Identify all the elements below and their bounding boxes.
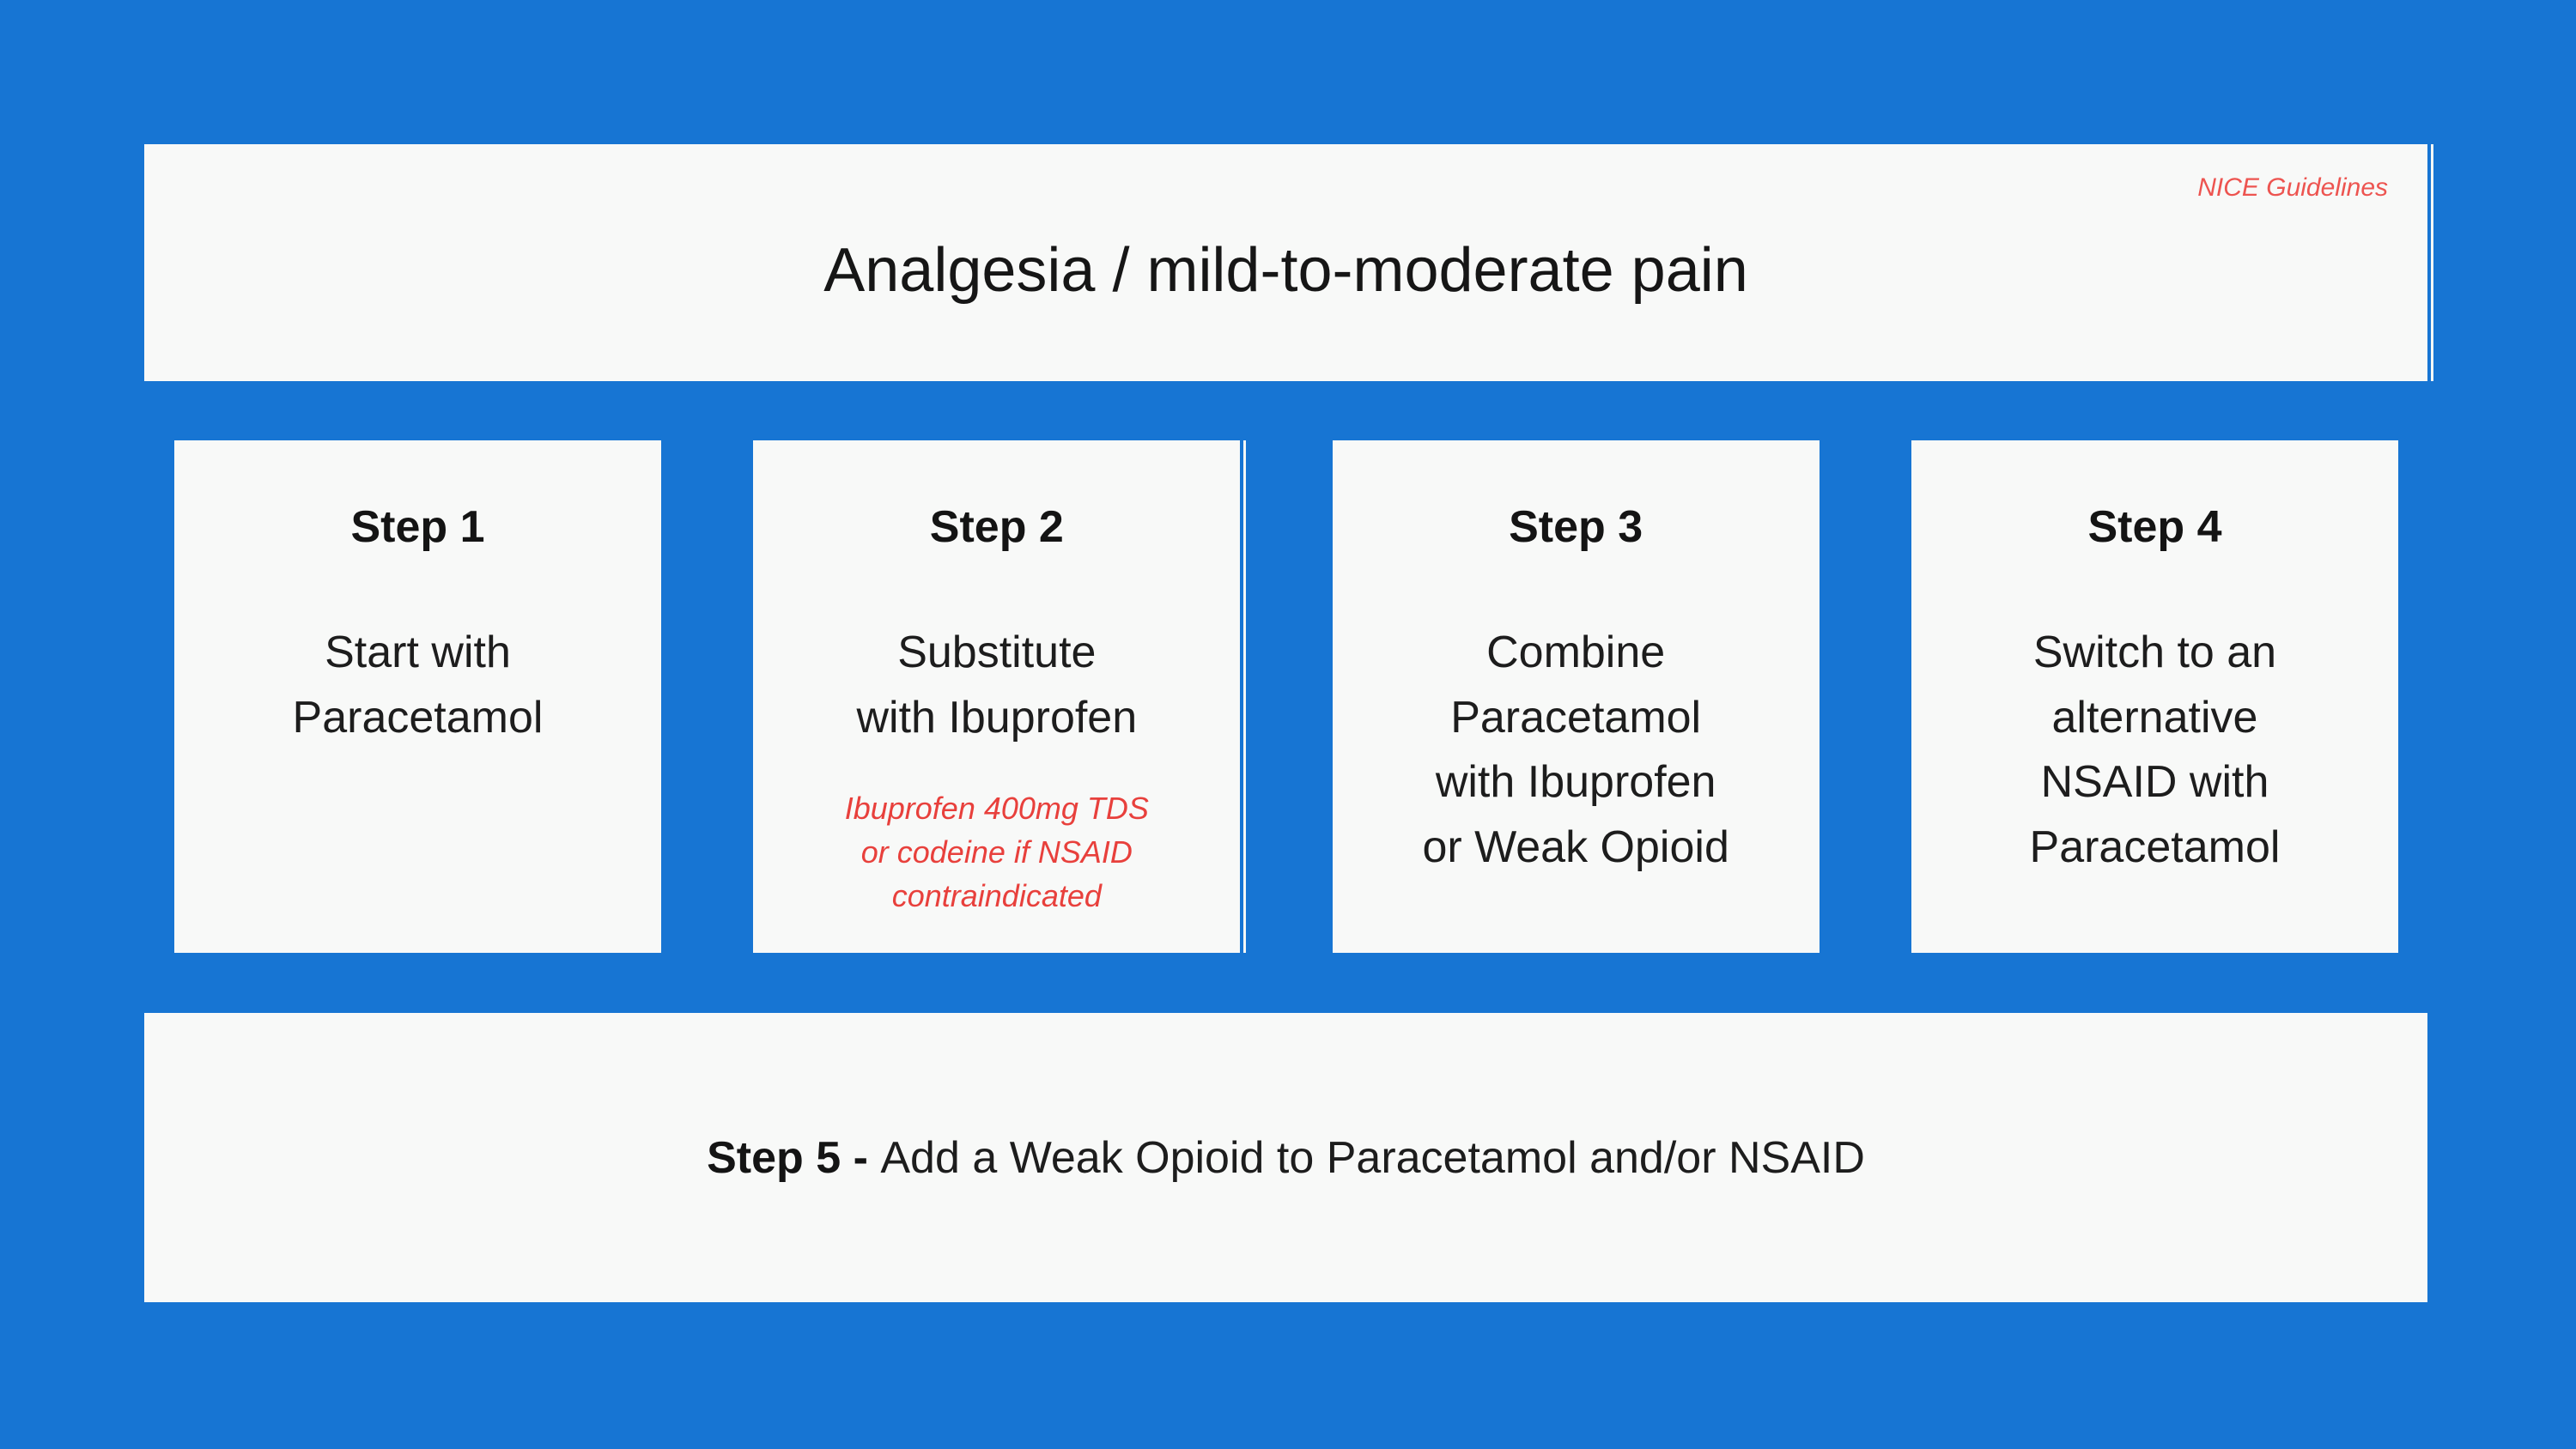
step-5-label: Step 5 - [707, 1132, 881, 1183]
step-1-label: Step 1 [350, 502, 485, 552]
step-2-body: Substitute with Ibuprofen [856, 627, 1138, 743]
step-3-box: Step 3 Combine Paracetamol with Ibuprofe… [1332, 440, 1820, 953]
step-1-body: Start with Paracetamol [292, 627, 544, 743]
nice-guidelines-badge: NICE Guidelines [2197, 173, 2388, 202]
step-2-label: Step 2 [929, 502, 1064, 552]
step-2-note: Ibuprofen 400mg TDS or codeine if NSAID … [844, 791, 1149, 914]
step-2-box: Step 2 Substitute with Ibuprofen Ibuprof… [753, 440, 1247, 953]
page-title: Analgesia / mild-to-moderate pain [823, 236, 1748, 305]
header-edge-artifact-line [2431, 144, 2433, 381]
header-panel: NICE Guidelines Analgesia / mild-to-mode… [144, 144, 2433, 381]
step-4-body: Switch to an alternative NSAID with Para… [2029, 627, 2281, 872]
step-5-text: Add a Weak Opioid to Paracetamol and/or … [880, 1132, 1865, 1183]
step-2-edge-artifact-line [1243, 440, 1247, 953]
steps-row: Step 1 Start with Paracetamol Step 2 Sub… [174, 440, 2398, 953]
step-4-label: Step 4 [2087, 502, 2222, 552]
step-4-box: Step 4 Switch to an alternative NSAID wi… [1911, 440, 2398, 953]
step-5-banner: Step 5 - Add a Weak Opioid to Paracetamo… [144, 1013, 2427, 1302]
step-1-box: Step 1 Start with Paracetamol [174, 440, 661, 953]
step-3-body: Combine Paracetamol with Ibuprofen or We… [1422, 627, 1729, 872]
step-3-label: Step 3 [1509, 502, 1643, 552]
